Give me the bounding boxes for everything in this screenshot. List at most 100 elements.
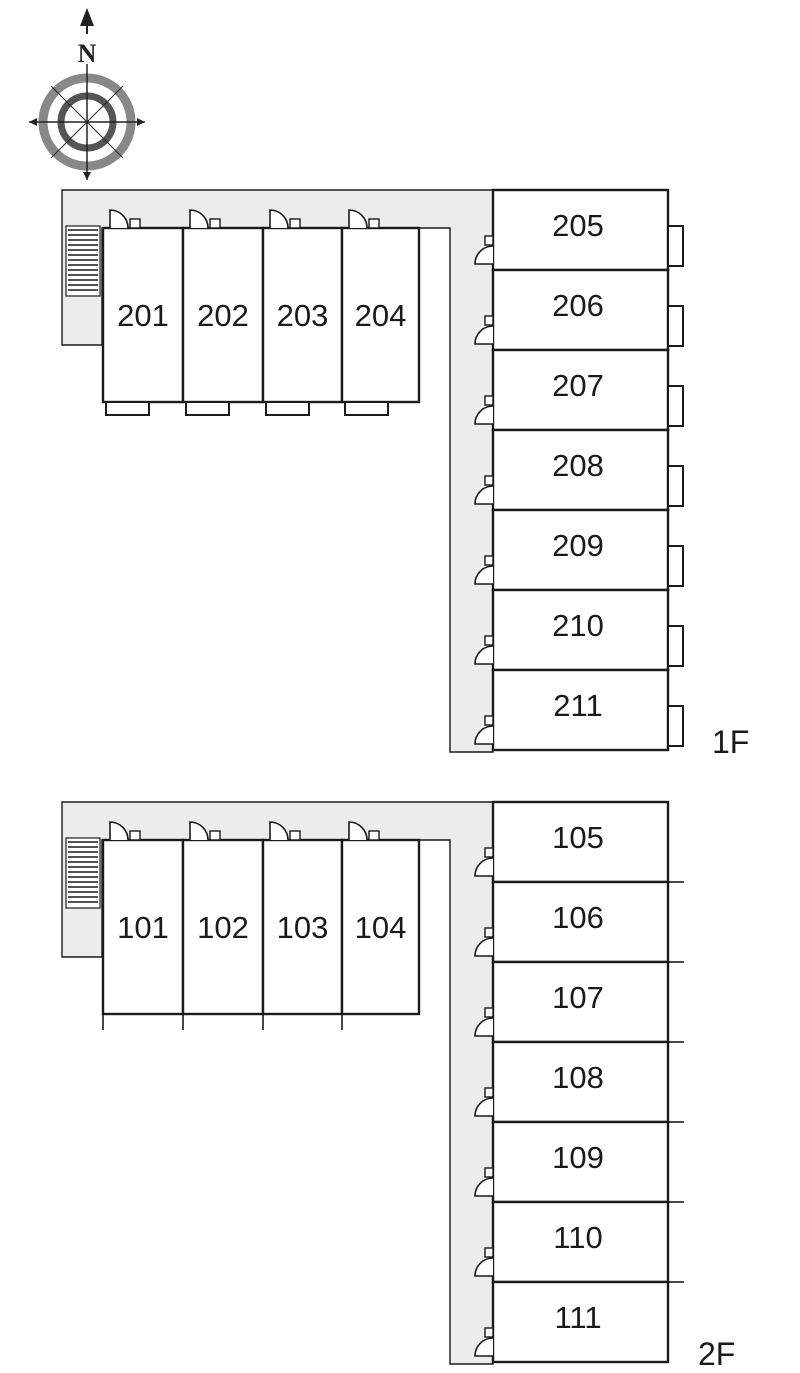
balcony — [185, 401, 230, 416]
unit-105: 105 — [474, 800, 684, 884]
door-swing-arc — [348, 821, 368, 841]
balcony — [265, 401, 310, 416]
unit-room — [101, 838, 185, 1016]
door-icon — [348, 821, 380, 841]
balcony — [667, 705, 684, 747]
unit-208: 208 — [474, 428, 684, 512]
door-swing-arc — [189, 821, 209, 841]
balcony — [667, 225, 684, 267]
unit-number: 104 — [355, 910, 407, 945]
unit-room — [491, 188, 670, 272]
unit-room — [491, 960, 670, 1044]
unit-109: 109 — [474, 1120, 684, 1204]
unit-210: 210 — [474, 588, 684, 672]
door-meter-box — [368, 218, 380, 229]
door-meter-box — [209, 218, 221, 229]
door-swing-arc — [474, 405, 494, 425]
unit-205: 205 — [474, 188, 684, 272]
unit-room — [491, 880, 670, 964]
unit-101: 101 — [101, 821, 185, 1030]
door-icon — [474, 1087, 494, 1117]
door-meter-box — [484, 315, 494, 326]
unit-number: 103 — [277, 910, 329, 945]
balcony — [667, 305, 684, 347]
door-icon — [474, 847, 494, 877]
unit-room — [491, 348, 670, 432]
unit-107: 107 — [474, 960, 684, 1044]
unit-106: 106 — [474, 880, 684, 964]
unit-111: 111 — [474, 1280, 670, 1364]
unit-number: 106 — [552, 900, 604, 935]
floor-label: 1F — [712, 724, 749, 760]
unit-room — [181, 838, 265, 1016]
unit-number: 207 — [552, 368, 604, 403]
door-meter-box — [484, 1327, 494, 1338]
door-swing-arc — [474, 1257, 494, 1277]
door-icon — [474, 1247, 494, 1277]
door-swing-arc — [269, 821, 289, 841]
door-meter-box — [209, 830, 221, 841]
door-meter-box — [484, 847, 494, 858]
unit-211: 211 — [474, 668, 684, 752]
door-icon — [474, 395, 494, 425]
unit-201: 201 — [101, 209, 185, 416]
unit-103: 103 — [261, 821, 344, 1030]
door-meter-box — [484, 715, 494, 726]
door-swing-arc — [269, 209, 289, 229]
door-icon — [269, 821, 301, 841]
unit-number: 101 — [117, 910, 169, 945]
door-icon — [474, 1327, 494, 1357]
unit-number: 111 — [554, 1300, 601, 1335]
door-icon — [109, 821, 141, 841]
door-swing-arc — [348, 209, 368, 229]
unit-108: 108 — [474, 1040, 684, 1124]
balcony — [667, 385, 684, 427]
door-swing-arc — [109, 209, 129, 229]
unit-number: 204 — [355, 298, 407, 333]
unit-110: 110 — [474, 1200, 684, 1284]
unit-204: 204 — [340, 209, 421, 416]
door-swing-arc — [109, 821, 129, 841]
floor-label: 2F — [698, 1336, 735, 1372]
balcony — [667, 625, 684, 667]
unit-number: 109 — [552, 1140, 604, 1175]
unit-203: 203 — [261, 209, 344, 416]
door-swing-arc — [474, 245, 494, 265]
unit-number: 209 — [552, 528, 604, 563]
door-swing-arc — [474, 1337, 494, 1357]
unit-number: 105 — [552, 820, 604, 855]
door-meter-box — [484, 475, 494, 486]
compass-rose-icon — [29, 8, 145, 180]
door-icon — [474, 235, 494, 265]
door-icon — [474, 555, 494, 585]
unit-209: 209 — [474, 508, 684, 592]
door-icon — [474, 635, 494, 665]
unit-room — [491, 428, 670, 512]
unit-room — [340, 226, 421, 404]
unit-room — [491, 1040, 670, 1124]
balcony — [667, 465, 684, 507]
unit-104: 104 — [340, 821, 421, 1030]
stairs-icon — [65, 837, 101, 909]
unit-102: 102 — [181, 821, 265, 1030]
door-icon — [348, 209, 380, 229]
door-meter-box — [484, 927, 494, 938]
door-meter-box — [484, 1007, 494, 1018]
door-icon — [269, 209, 301, 229]
door-meter-box — [484, 555, 494, 566]
unit-number: 205 — [552, 208, 604, 243]
unit-number: 201 — [117, 298, 169, 333]
door-swing-arc — [474, 485, 494, 505]
door-icon — [474, 715, 494, 745]
door-meter-box — [484, 1167, 494, 1178]
door-meter-box — [484, 635, 494, 646]
unit-206: 206 — [474, 268, 684, 352]
unit-number: 206 — [552, 288, 604, 323]
compass-north-label: N — [78, 39, 97, 68]
door-swing-arc — [189, 209, 209, 229]
unit-number: 102 — [197, 910, 249, 945]
door-icon — [474, 475, 494, 505]
